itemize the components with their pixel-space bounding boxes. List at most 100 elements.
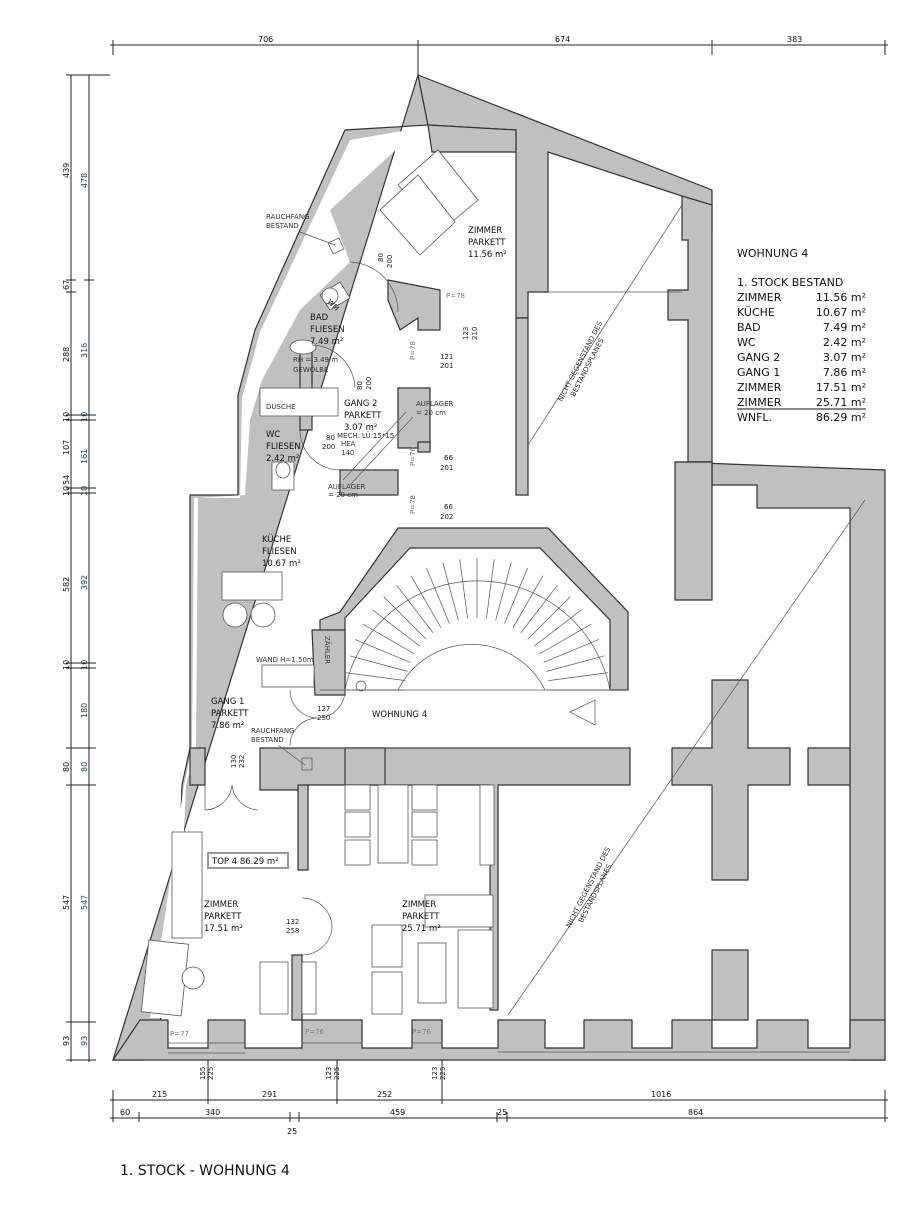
dim-left-outer-12: 93 [62, 1036, 71, 1046]
window-label: 225 [439, 1067, 447, 1080]
dim-left-outer-7: 54 [62, 475, 71, 485]
dim-left-inner-9: 80 [80, 762, 89, 772]
window-label: 123 [325, 1067, 333, 1080]
note-dusche: DUSCHE [266, 403, 296, 411]
plan-title: 1. STOCK - WOHNUNG 4 [120, 1163, 290, 1179]
stair-tread [346, 672, 406, 681]
staircase [320, 558, 628, 749]
parapet-label: P=78 [409, 341, 417, 360]
svg-text:= 20 cm: = 20 cm [328, 491, 358, 499]
note-wohnung: WOHNUNG 4 [372, 710, 427, 720]
stair-tread [426, 567, 450, 624]
parapet-labels: P=78 P=78 P=76 P=78 P=77 P=76 P=76 [170, 292, 465, 1038]
svg-text:KÜCHE: KÜCHE [262, 534, 291, 545]
svg-text:RAUCHFANG: RAUCHFANG [251, 727, 294, 735]
legend-total-area: 86.29 m² [816, 411, 866, 424]
svg-text:ZIMMER: ZIMMER [204, 900, 238, 910]
top-badge-box [207, 852, 289, 869]
door-label: 123 [462, 327, 470, 340]
svg-text:140: 140 [341, 449, 354, 457]
stair-tread [548, 672, 608, 681]
parapet-label: P=76 [409, 446, 417, 466]
svg-text:FLIESEN: FLIESEN [262, 547, 297, 557]
room-zimmer-right: ZIMMER PARKETT 25.71 m² [402, 900, 441, 934]
legend-row-name: KÜCHE [737, 306, 775, 319]
dim-left-outer-4: 10 [62, 412, 71, 422]
svg-text:BESTAND: BESTAND [266, 222, 299, 230]
door-label: 200 [365, 377, 373, 390]
stair-tread [520, 585, 558, 634]
legend-row-name: GANG 1 [737, 366, 780, 379]
dim-left-inner-6: 392 [80, 575, 89, 590]
svg-text:25.71 m²: 25.71 m² [402, 924, 441, 934]
door-label: 130 [230, 755, 238, 768]
svg-text:PARKETT: PARKETT [402, 912, 440, 922]
parapet-label: P=76 [412, 1028, 432, 1036]
parapet-label: P=78 [446, 292, 465, 300]
dim-left-outer-2: 67 [62, 280, 71, 290]
dim-left-inner-11: 93 [80, 1036, 89, 1046]
legend-row-name: BAD [737, 321, 761, 334]
svg-text:NICHT GEGENSTAND DES: NICHT GEGENSTAND DES [565, 846, 613, 929]
svg-text:FLIESEN: FLIESEN [266, 442, 301, 452]
stair-tread [410, 575, 442, 628]
window-label: 225 [333, 1067, 341, 1080]
stair-tread [383, 596, 427, 640]
svg-text:GANG 1: GANG 1 [211, 697, 244, 707]
svg-text:17.51 m²: 17.51 m² [204, 924, 243, 934]
svg-text:BESTAND: BESTAND [251, 736, 284, 744]
dim-left-outer-1: 439 [62, 163, 71, 178]
stair-tread [527, 596, 571, 640]
door-label: 258 [286, 927, 299, 935]
stair-tread [539, 623, 592, 655]
door-label: 202 [440, 513, 453, 521]
dim-left-outer-3: 288 [62, 347, 71, 362]
legend-row-name: ZIMMER [737, 396, 782, 409]
dim-left-outer-11: 547 [62, 895, 71, 910]
legend-row-name: ZIMMER [737, 381, 782, 394]
top-dimensions: 706 674 383 [110, 35, 888, 75]
stair-tread [543, 639, 600, 663]
top-badge: TOP 4 86.29 m² [211, 857, 279, 867]
door-label: 232 [238, 755, 246, 768]
window-label: 225 [207, 1067, 215, 1080]
door-label: 201 [440, 362, 453, 370]
window-label: 155 [199, 1067, 207, 1080]
door-label: 121 [440, 353, 453, 361]
dim-left-outer-10: 80 [62, 762, 71, 772]
stair-tread [349, 655, 408, 672]
dim-bottom2-3: 459 [390, 1108, 405, 1117]
svg-text:ZIMMER: ZIMMER [402, 900, 436, 910]
opening-labels: 80 200 80 200 80 200 121 201 66 201 66 2… [199, 253, 479, 1080]
note-auflager-2: AUFLAGER= 20 cm [328, 483, 366, 499]
dim-left-outer-8: 582 [62, 577, 71, 592]
dim-left-inner-1: 478 [80, 173, 89, 188]
room-gang-1: GANG 1 PARKETT 7.86 m² [211, 697, 249, 731]
windows [168, 291, 850, 1054]
dim-left-inner-2: 316 [80, 343, 89, 358]
stair-tread [486, 559, 495, 619]
door-label: 127 [317, 705, 330, 713]
door-label: 80 [356, 381, 364, 390]
note-zaehler: ZÄHLER [323, 636, 332, 664]
svg-text:HEA: HEA [341, 440, 356, 448]
door-label: 200 [322, 443, 335, 451]
legend-heading: WOHNUNG 4 [737, 247, 808, 260]
stair-tread [495, 562, 512, 621]
svg-text:RAUCHFANG: RAUCHFANG [266, 213, 309, 221]
svg-text:7.86 m²: 7.86 m² [211, 721, 244, 731]
legend-row-area: 2.42 m² [823, 336, 866, 349]
svg-text:PARKETT: PARKETT [211, 709, 249, 719]
bottom-dimensions: 215 291 252 1016 60 340 459 25 864 25 [110, 1050, 888, 1136]
door-label: 66 [444, 454, 453, 462]
legend-row-area: 7.86 m² [823, 366, 866, 379]
svg-text:2.42 m²: 2.42 m² [266, 454, 299, 464]
